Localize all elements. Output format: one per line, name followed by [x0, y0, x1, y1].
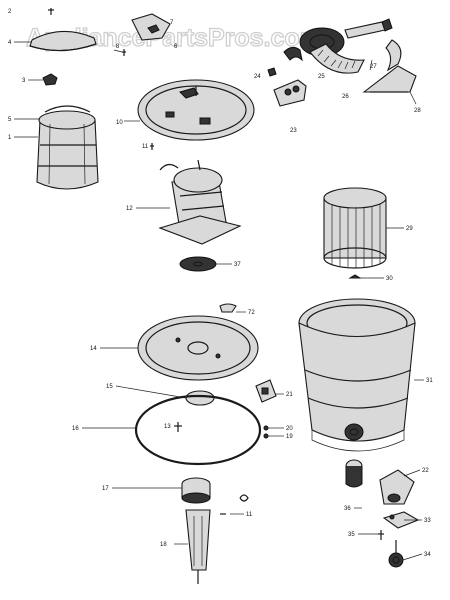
screw-11 — [150, 143, 154, 150]
part-label-14: 14 — [90, 346, 97, 352]
adapter — [273, 79, 307, 107]
part-label-1: 1 — [8, 135, 12, 141]
part-label-26: 26 — [342, 94, 349, 100]
part-label-20: 20 — [286, 426, 293, 432]
part-label-36: 36 — [344, 506, 351, 512]
screw-8 — [122, 49, 126, 56]
part-label-33: 33 — [424, 518, 431, 524]
part-label-4: 4 — [8, 40, 12, 46]
motor — [158, 159, 242, 245]
part-label-12: 12 — [126, 206, 133, 212]
part-labels: 2 4 3 5 1 8 6 7 10 11 12 37 24 25 26 27 … — [8, 9, 433, 558]
gasket — [134, 394, 262, 466]
flexible-hose — [283, 43, 365, 74]
part-label-27: 27 — [370, 64, 377, 70]
part-label-31: 31 — [426, 378, 433, 384]
part-label-2: 2 — [8, 9, 12, 15]
tank-lid — [137, 315, 259, 381]
part-label-28: 28 — [414, 108, 421, 114]
part-label-21: 21 — [286, 392, 293, 398]
cartridge-filter — [323, 187, 387, 269]
washers-19-20 — [263, 425, 269, 439]
screw-13 — [174, 422, 182, 432]
small-clip — [42, 73, 58, 86]
caster-bracket-22 — [379, 469, 415, 505]
caster-36 — [345, 459, 363, 488]
extension-wand — [344, 18, 393, 39]
part-label-22: 22 — [422, 468, 429, 474]
latch-72 — [219, 303, 237, 313]
tank — [298, 298, 416, 452]
part-label-16: 16 — [72, 426, 79, 432]
crevice-tool — [385, 39, 402, 72]
part-label-7: 7 — [170, 20, 174, 26]
screw-top — [48, 8, 54, 15]
part-label-30: 30 — [386, 276, 393, 282]
part-label-35: 35 — [348, 532, 355, 538]
part-label-29: 29 — [406, 226, 413, 232]
float-valve — [181, 477, 211, 504]
latch-21 — [255, 379, 277, 403]
part-label-25: 25 — [318, 74, 325, 80]
float-cage — [185, 509, 211, 584]
retainer-30 — [348, 274, 362, 279]
lid-dome — [29, 30, 97, 52]
baffle — [185, 390, 215, 406]
leader-lines — [14, 41, 424, 561]
part-label-13: 13 — [164, 424, 171, 430]
part-label-11b: 11 — [246, 512, 253, 518]
clip-24 — [267, 67, 277, 77]
part-label-37: 37 — [234, 262, 241, 268]
part-label-17: 17 — [102, 486, 109, 492]
part-label-34: 34 — [424, 552, 431, 558]
part-label-18: 18 — [160, 542, 167, 548]
part-label-5: 5 — [8, 117, 12, 123]
part-label-24: 24 — [254, 74, 261, 80]
caster-wheel-34 — [388, 540, 404, 568]
part-label-72: 72 — [248, 310, 255, 316]
part-label-8: 8 — [116, 44, 120, 50]
screw-35 — [378, 530, 384, 540]
part-label-3: 3 — [22, 78, 26, 84]
switch — [131, 13, 171, 41]
part-label-23: 23 — [290, 128, 297, 134]
part-label-19: 19 — [286, 434, 293, 440]
spring-clip — [239, 494, 249, 502]
motor-cover-housing — [36, 105, 99, 190]
part-label-10: 10 — [116, 120, 123, 126]
part-label-11a: 11 — [142, 144, 149, 150]
floor-nozzle — [362, 65, 417, 93]
part-label-6: 6 — [174, 44, 178, 50]
part-label-15: 15 — [106, 384, 113, 390]
impeller-disc — [179, 256, 217, 272]
motor-plate — [137, 79, 255, 141]
